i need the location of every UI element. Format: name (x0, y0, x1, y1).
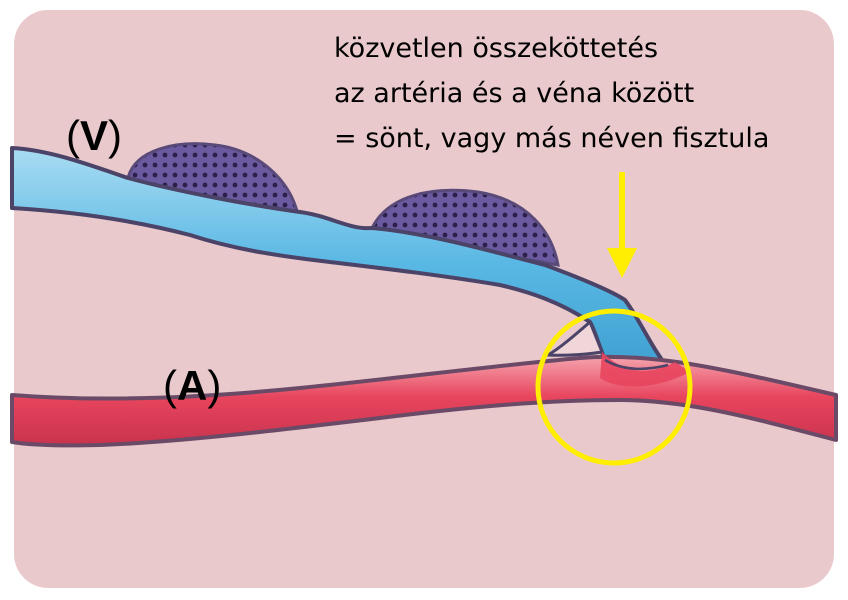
vein-label-close: ) (108, 112, 122, 159)
artery-label-letter: A (177, 362, 207, 409)
arrow-icon (607, 172, 637, 278)
artery-label: (A) (163, 362, 221, 410)
vein-label-letter: V (80, 112, 108, 159)
fistula-annotation: közvetlen összeköttetés az artéria és a … (334, 26, 769, 161)
annotation-line: az artéria és a véna között (334, 71, 769, 116)
annotation-line: = sönt, vagy más néven fisztula (334, 116, 769, 161)
vein-label-open: ( (66, 112, 80, 159)
artery-label-close: ) (207, 362, 221, 409)
annotation-line: közvetlen összeköttetés (334, 26, 769, 71)
artery-label-open: ( (163, 362, 177, 409)
artery-vessel (12, 357, 836, 446)
vein-label: (V) (66, 112, 122, 160)
